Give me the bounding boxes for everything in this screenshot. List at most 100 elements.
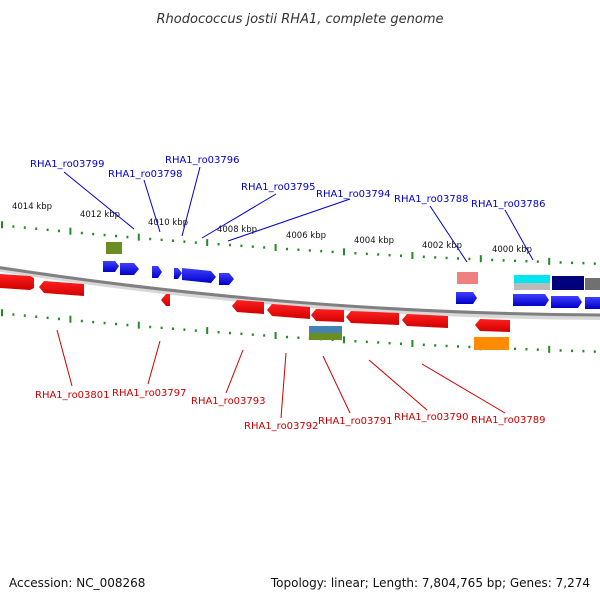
gene-arrow[interactable] bbox=[402, 314, 448, 328]
feature-box[interactable] bbox=[514, 283, 550, 290]
gene-label[interactable]: RHA1_ro03799 bbox=[30, 159, 105, 170]
minor-tick bbox=[240, 244, 243, 248]
minor-tick bbox=[115, 234, 117, 238]
feature-box[interactable] bbox=[106, 242, 122, 254]
major-tick bbox=[343, 248, 345, 256]
gene-arrow[interactable] bbox=[152, 266, 162, 278]
minor-tick bbox=[92, 320, 95, 324]
major-tick bbox=[274, 244, 277, 251]
minor-tick bbox=[183, 328, 186, 331]
gene-label[interactable]: RHA1_ro03798 bbox=[108, 169, 183, 180]
gene-arrow[interactable] bbox=[174, 268, 182, 279]
scale-label: 4006 kbp bbox=[286, 231, 326, 241]
gene-label[interactable]: RHA1_ro03801 bbox=[35, 390, 110, 401]
minor-tick bbox=[525, 260, 528, 263]
minor-tick bbox=[445, 344, 448, 348]
major-tick bbox=[69, 315, 72, 323]
minor-tick bbox=[593, 350, 596, 353]
gene-arrow[interactable] bbox=[182, 268, 216, 283]
minor-tick bbox=[263, 246, 266, 249]
gene-label[interactable]: RHA1_ro03788 bbox=[394, 194, 469, 205]
minor-tick bbox=[514, 259, 516, 263]
minor-tick bbox=[160, 238, 163, 242]
feature-box[interactable] bbox=[514, 275, 550, 283]
gene-label[interactable]: RHA1_ro03790 bbox=[394, 412, 469, 423]
minor-tick bbox=[559, 261, 562, 264]
scale-label: 4008 kbp bbox=[217, 225, 257, 235]
gene-label[interactable]: RHA1_ro03792 bbox=[244, 421, 319, 432]
minor-tick bbox=[46, 316, 49, 320]
genome-backbone bbox=[0, 266, 600, 317]
gene-arrow[interactable] bbox=[456, 292, 477, 304]
major-tick bbox=[343, 336, 345, 344]
major-tick bbox=[274, 332, 277, 339]
minor-tick bbox=[525, 348, 528, 351]
gene-label[interactable]: RHA1_ro03795 bbox=[241, 182, 316, 193]
gene-label[interactable]: RHA1_ro03791 bbox=[318, 416, 393, 427]
feature-box[interactable] bbox=[309, 326, 342, 333]
minor-tick bbox=[388, 341, 391, 345]
minor-tick bbox=[434, 344, 437, 347]
minor-tick bbox=[240, 332, 243, 336]
minor-tick bbox=[331, 250, 334, 254]
gene-label[interactable]: RHA1_ro03793 bbox=[191, 396, 266, 407]
minor-tick bbox=[514, 347, 516, 351]
gene-arrow[interactable] bbox=[219, 273, 234, 285]
bottom-gene-labels: RHA1_ro03801 RHA1_ro03797 RHA1_ro03793 R… bbox=[35, 388, 546, 432]
minor-tick bbox=[126, 323, 129, 327]
minor-tick bbox=[172, 239, 174, 242]
gene-arrow[interactable] bbox=[232, 300, 264, 314]
minor-tick bbox=[115, 322, 117, 326]
minor-tick bbox=[149, 325, 152, 329]
major-tick bbox=[206, 327, 209, 335]
gene-label[interactable]: RHA1_ro03786 bbox=[471, 199, 546, 210]
gene-label[interactable]: RHA1_ro03794 bbox=[316, 189, 391, 200]
minor-tick bbox=[365, 252, 368, 256]
map-title: Rhodococcus jostii RHA1, complete genome bbox=[157, 12, 444, 27]
gene-arrow[interactable] bbox=[161, 294, 170, 306]
gene-label[interactable]: RHA1_ro03797 bbox=[112, 388, 187, 399]
gene-arrow[interactable] bbox=[267, 304, 310, 319]
minor-tick bbox=[297, 248, 300, 251]
gene-arrow[interactable] bbox=[551, 296, 582, 308]
minor-tick bbox=[354, 252, 357, 255]
minor-tick bbox=[308, 249, 311, 252]
minor-tick bbox=[457, 345, 459, 348]
gene-arrow[interactable] bbox=[120, 263, 139, 275]
gene-label[interactable]: RHA1_ro03796 bbox=[165, 155, 240, 166]
minor-tick bbox=[582, 349, 585, 353]
feature-box[interactable] bbox=[552, 276, 584, 290]
gene-arrow[interactable] bbox=[39, 281, 84, 296]
accession-text: Accession: NC_008268 bbox=[9, 576, 146, 590]
minor-tick bbox=[58, 229, 60, 233]
minor-tick bbox=[103, 321, 106, 325]
minor-tick bbox=[46, 228, 49, 232]
minor-tick bbox=[263, 334, 266, 337]
feature-box[interactable] bbox=[585, 278, 600, 290]
feature-box[interactable] bbox=[309, 333, 342, 340]
minor-tick bbox=[229, 331, 231, 335]
gene-label[interactable]: RHA1_ro03789 bbox=[471, 415, 546, 426]
gene-arrow[interactable] bbox=[311, 309, 344, 322]
minor-tick bbox=[149, 237, 152, 241]
minor-tick bbox=[217, 243, 220, 246]
gene-arrow[interactable] bbox=[103, 261, 119, 272]
gene-arrow[interactable] bbox=[585, 297, 600, 309]
gene-arrow[interactable] bbox=[475, 319, 510, 332]
minor-tick bbox=[422, 255, 425, 259]
gene-arrow[interactable] bbox=[346, 311, 399, 325]
minor-tick bbox=[365, 340, 368, 344]
minor-tick bbox=[35, 227, 38, 230]
scale-label: 4010 kbp bbox=[148, 218, 188, 228]
forward-strand-genes bbox=[103, 261, 600, 309]
feature-box[interactable] bbox=[457, 272, 478, 284]
gene-arrow[interactable] bbox=[0, 274, 34, 290]
major-tick bbox=[137, 233, 140, 241]
gene-arrow[interactable] bbox=[513, 294, 549, 306]
feature-box[interactable] bbox=[474, 337, 509, 350]
minor-tick bbox=[582, 261, 585, 265]
bottom-callouts bbox=[56, 329, 506, 419]
major-tick bbox=[137, 321, 140, 329]
minor-tick bbox=[491, 258, 494, 262]
